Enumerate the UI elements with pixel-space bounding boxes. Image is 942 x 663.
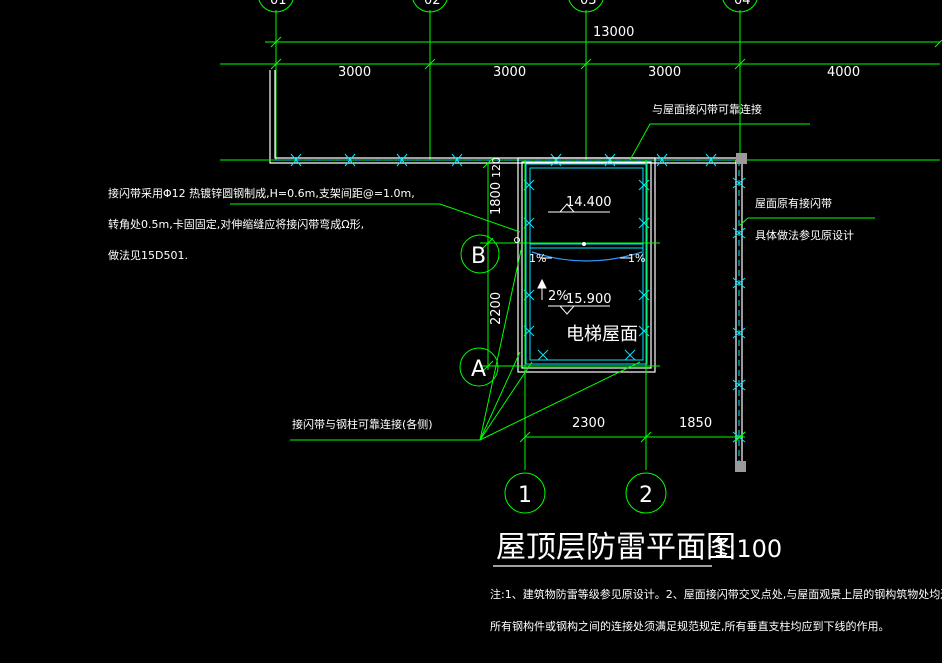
footnote-1: 注:1、建筑物防雷等级参见原设计。2、屋面接闪带交叉点处,与屋面观景上层的钢构筑… xyxy=(490,587,942,601)
note-bottom-left: 接闪带与钢柱可靠连接(各侧) xyxy=(292,417,433,431)
drawing-scale: 1:100 xyxy=(713,535,782,563)
room-label: 电梯屋面 xyxy=(566,324,638,345)
axis-label-02: 02 xyxy=(424,0,441,8)
note-top-right: 与屋面接闪带可靠连接 xyxy=(652,102,762,116)
elevator-lightning-belt xyxy=(525,163,648,365)
axis-bubble-02 xyxy=(412,0,448,13)
elevation-upper: 14.400 xyxy=(566,195,612,210)
drain-point xyxy=(582,242,586,246)
axis-bubble-1 xyxy=(504,472,546,514)
slope-main: 2% xyxy=(548,289,569,304)
dim-span-4: 4000 xyxy=(827,65,860,80)
dim-bottom-2300: 2300 xyxy=(572,416,605,431)
dim-parapet-120: 120 xyxy=(490,157,503,178)
axis-label-1: 1 xyxy=(518,483,532,508)
axis-label-04: 04 xyxy=(734,0,751,8)
leader-lines xyxy=(230,123,875,441)
dim-span-3: 3000 xyxy=(648,65,681,80)
corner-column-top xyxy=(736,153,747,164)
elevation-marker-lower xyxy=(548,305,610,315)
slope-arrows xyxy=(537,257,632,300)
axis-label-A: A xyxy=(471,357,486,382)
axis-bubble-04 xyxy=(722,0,758,13)
dim-span-1: 3000 xyxy=(338,65,371,80)
connection-point xyxy=(514,237,520,243)
axis-label-2: 2 xyxy=(639,483,653,508)
axis-bubble-03 xyxy=(568,0,604,13)
axis-bubble-01 xyxy=(258,0,294,13)
axis-bubble-A xyxy=(459,347,499,387)
footnote-2: 所有钢构件或钢构之间的连接处须满足规范规定,所有垂直支柱均应到下线的作用。 xyxy=(490,619,890,633)
drawing-title: 屋顶层防雷平面图 xyxy=(496,530,736,565)
note-right-1: 屋面原有接闪带 xyxy=(755,196,832,210)
dim-vertical-2200: 2200 xyxy=(489,292,504,325)
axis-bubble-2 xyxy=(625,472,667,514)
elevation-lower: 15.900 xyxy=(566,292,612,307)
vertical-dim-ticks xyxy=(482,157,494,372)
dim-span-2: 3000 xyxy=(493,65,526,80)
note-left-1: 接闪带采用Φ12 热镀锌圆钢制成,H=0.6m,支架间距@=1.0m, xyxy=(108,186,415,200)
dim-overall: 13000 xyxy=(593,25,634,40)
corner-column-bottom xyxy=(735,461,746,472)
roof-slope-curve xyxy=(531,251,643,262)
axis-label-03: 03 xyxy=(580,0,597,8)
elevation-marker-upper xyxy=(548,203,610,213)
dim-bottom-1850: 1850 xyxy=(679,416,712,431)
note-left-2: 转角处0.5m,卡固固定,对伸缩缝应将接闪带弯成Ω形, xyxy=(108,217,364,231)
axis-label-01: 01 xyxy=(270,0,287,8)
support-marks-elevator xyxy=(523,179,650,361)
bottom-dimension xyxy=(519,431,746,443)
note-left-3: 做法见15D501. xyxy=(108,248,188,262)
note-right-2: 具体做法参见原设计 xyxy=(755,228,854,242)
slope-left: 1% xyxy=(529,252,546,265)
dim-vertical-1800: 1800 xyxy=(489,182,504,215)
lightning-belt-roof-edge xyxy=(275,159,742,465)
axis-bubble-B xyxy=(460,234,500,274)
slope-right: 1% xyxy=(628,252,645,265)
overall-dimension xyxy=(220,36,942,70)
top-axis-group xyxy=(258,0,758,160)
roof-outline xyxy=(269,70,743,465)
side-axis-bubbles xyxy=(459,234,500,387)
axis-label-B: B xyxy=(471,244,486,269)
support-marks-top xyxy=(290,153,717,167)
bottom-axis-bubbles xyxy=(504,472,667,514)
